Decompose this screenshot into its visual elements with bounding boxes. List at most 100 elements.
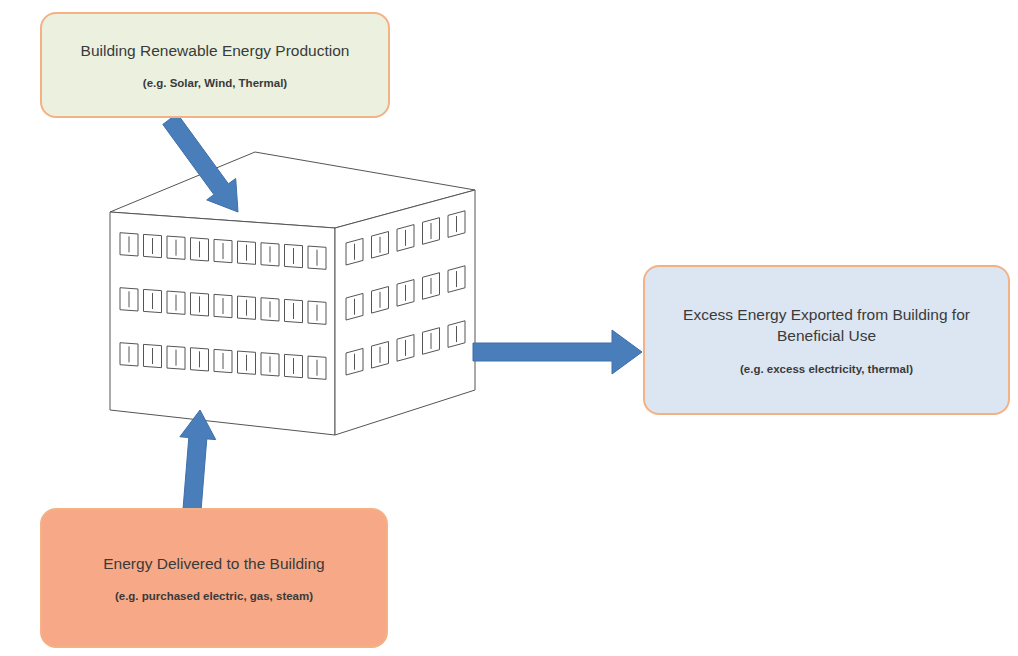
renewable-box: Building Renewable Energy Production (e.g…: [40, 12, 390, 118]
window-frame: [223, 243, 224, 259]
window: [372, 232, 389, 259]
export-box: Excess Energy Exported from Building for…: [643, 265, 1010, 415]
window: [308, 246, 326, 269]
window-frame: [199, 241, 200, 257]
building-windows: [120, 211, 465, 380]
window: [285, 354, 303, 377]
window-frame: [380, 292, 381, 308]
window: [167, 346, 185, 369]
window: [120, 233, 138, 256]
window-frame: [199, 351, 200, 367]
window-frame: [223, 353, 224, 369]
box-title: Excess Energy Exported from Building for…: [659, 305, 994, 347]
window-frame: [270, 246, 271, 262]
window: [144, 344, 162, 367]
window-frame: [405, 285, 406, 301]
window: [144, 289, 162, 312]
window-frame: [293, 303, 294, 319]
window: [372, 287, 389, 314]
window-frame: [317, 360, 318, 376]
window: [144, 234, 162, 257]
window-frame: [176, 240, 177, 256]
window-frame: [354, 354, 355, 370]
box-examples: (e.g. Solar, Wind, Thermal): [143, 77, 287, 89]
window: [191, 238, 209, 261]
delivered-box: Energy Delivered to the Building (e.g. pu…: [40, 508, 388, 648]
delivered-arrow: [180, 410, 216, 511]
window-frame: [246, 300, 247, 316]
window-frame: [380, 237, 381, 253]
building-side: [335, 190, 475, 435]
window: [238, 351, 256, 374]
window: [423, 328, 440, 355]
export-arrow: [473, 330, 642, 374]
window-frame: [199, 296, 200, 312]
window: [238, 241, 256, 264]
window-frame: [431, 333, 432, 349]
window: [308, 356, 326, 379]
window-frame: [456, 271, 457, 287]
window-frame: [152, 238, 153, 254]
window-frame: [431, 223, 432, 239]
window-frame: [456, 326, 457, 342]
window-frame: [223, 298, 224, 314]
window: [346, 348, 363, 375]
window: [346, 238, 363, 265]
window-frame: [456, 216, 457, 232]
window-frame: [405, 230, 406, 246]
window-frame: [354, 299, 355, 315]
window: [214, 294, 232, 317]
window-frame: [405, 340, 406, 356]
window-frame: [176, 295, 177, 311]
window-frame: [293, 248, 294, 264]
window-frame: [152, 348, 153, 364]
window-frame: [246, 245, 247, 261]
building-front: [110, 212, 335, 435]
window: [448, 321, 465, 348]
box-examples: (e.g. excess electricity, thermal): [740, 363, 913, 375]
window: [120, 288, 138, 311]
window: [238, 296, 256, 319]
window-frame: [129, 346, 130, 362]
window-frame: [246, 355, 247, 371]
window-frame: [129, 236, 130, 252]
window-frame: [317, 305, 318, 321]
window: [167, 291, 185, 314]
window: [308, 301, 326, 324]
window: [285, 244, 303, 267]
window: [285, 299, 303, 322]
window-frame: [317, 250, 318, 266]
window: [214, 239, 232, 262]
window: [261, 298, 279, 321]
window: [372, 342, 389, 369]
window: [167, 236, 185, 259]
window: [191, 293, 209, 316]
box-title: Energy Delivered to the Building: [103, 554, 324, 575]
window: [261, 243, 279, 266]
window-frame: [293, 358, 294, 374]
window-frame: [380, 347, 381, 363]
window: [214, 349, 232, 372]
window-frame: [176, 350, 177, 366]
window: [397, 225, 414, 252]
building: [110, 152, 475, 435]
window: [448, 266, 465, 293]
window-frame: [431, 278, 432, 294]
box-title: Building Renewable Energy Production: [81, 41, 350, 62]
window: [448, 211, 465, 238]
renewable-arrow: [163, 114, 238, 212]
window-frame: [270, 301, 271, 317]
window: [120, 343, 138, 366]
box-examples: (e.g. purchased electric, gas, steam): [115, 590, 313, 602]
window: [191, 348, 209, 371]
window: [261, 353, 279, 376]
window: [397, 280, 414, 307]
window: [346, 293, 363, 320]
window-frame: [354, 244, 355, 260]
window-frame: [129, 291, 130, 307]
window: [423, 218, 440, 245]
window: [423, 273, 440, 300]
window-frame: [270, 356, 271, 372]
window-frame: [152, 293, 153, 309]
window: [397, 335, 414, 362]
